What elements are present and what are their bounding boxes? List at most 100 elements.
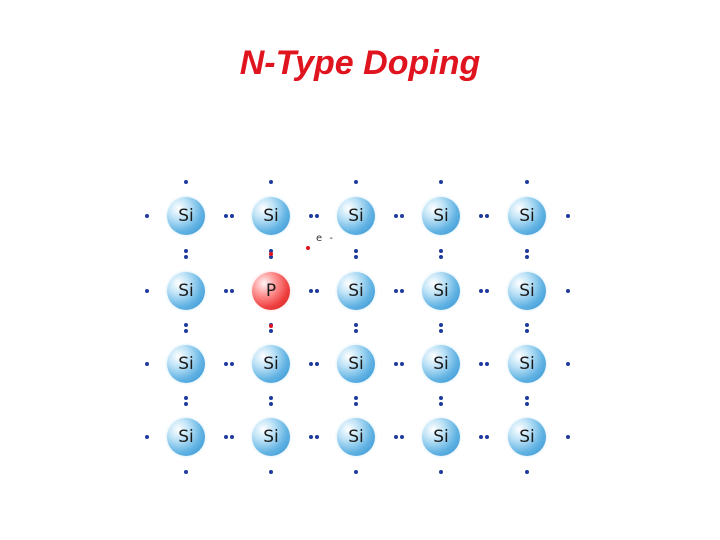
silicon-atom: Si <box>422 345 460 383</box>
bond-electron <box>485 289 489 293</box>
bond-electron <box>485 435 489 439</box>
bond-electron <box>269 180 273 184</box>
bond-electron <box>525 395 529 400</box>
bond-electron <box>479 214 483 218</box>
bond-electron <box>485 362 489 366</box>
bond-electron <box>525 401 529 406</box>
bond-electron <box>223 362 228 366</box>
silicon-atom: Si <box>422 418 460 456</box>
bond-electron <box>525 254 529 259</box>
silicon-atom: Si <box>508 272 546 310</box>
free-electron-label: e - <box>316 233 335 244</box>
bond-electron <box>223 289 228 293</box>
bond-electron <box>145 214 149 218</box>
bond-electron <box>308 435 313 439</box>
silicon-atom: Si <box>337 197 375 235</box>
bond-electron <box>479 435 483 439</box>
bond-electron <box>145 435 149 439</box>
bond-electron <box>354 180 358 184</box>
bond-electron <box>566 289 570 293</box>
bond-electron <box>566 435 570 439</box>
bond-electron <box>525 470 529 474</box>
bond-electron <box>566 362 570 366</box>
bond-electron <box>354 470 358 474</box>
silicon-atom: Si <box>252 345 290 383</box>
bond-electron <box>354 401 358 406</box>
bond-electron <box>269 328 273 333</box>
bond-electron <box>393 362 398 366</box>
silicon-atom: Si <box>337 345 375 383</box>
bond-electron <box>308 362 313 366</box>
bond-electron <box>229 289 234 293</box>
silicon-atom: Si <box>167 418 205 456</box>
bond-electron <box>439 470 443 474</box>
bond-electron <box>308 214 313 218</box>
silicon-atom: Si <box>508 418 546 456</box>
dopant-bond-electron <box>269 324 273 328</box>
bond-electron <box>439 328 443 333</box>
bond-electron <box>184 401 188 406</box>
bond-electron <box>314 214 319 218</box>
bond-electron <box>184 395 188 400</box>
bond-electron <box>314 289 319 293</box>
bond-electron <box>269 248 273 253</box>
bond-electron <box>439 180 443 184</box>
bond-electron <box>223 214 228 218</box>
bond-electron <box>525 248 529 253</box>
bond-electron <box>184 248 188 253</box>
silicon-atom: Si <box>167 197 205 235</box>
bond-electron <box>229 362 234 366</box>
bond-electron <box>354 248 358 253</box>
bond-electron <box>479 289 483 293</box>
bond-electron <box>485 214 489 218</box>
bond-electron <box>393 289 398 293</box>
bond-electron <box>229 435 234 439</box>
bond-electron <box>393 435 398 439</box>
bond-electron <box>314 362 319 366</box>
bond-electron <box>269 401 273 406</box>
silicon-atom: Si <box>508 345 546 383</box>
bond-electron <box>439 401 443 406</box>
bond-electron <box>399 214 404 218</box>
page-title: N-Type Doping <box>239 44 481 82</box>
bond-electron <box>354 395 358 400</box>
bond-electron <box>184 470 188 474</box>
bond-electron <box>525 322 529 327</box>
silicon-atom: Si <box>252 418 290 456</box>
bond-electron <box>184 322 188 327</box>
silicon-atom: Si <box>167 272 205 310</box>
bond-electron <box>439 395 443 400</box>
bond-electron <box>439 322 443 327</box>
bond-electron <box>145 289 149 293</box>
bond-electron <box>269 470 273 474</box>
bond-electron <box>399 289 404 293</box>
bond-electron <box>184 180 188 184</box>
bond-electron <box>525 328 529 333</box>
bond-electron <box>393 214 398 218</box>
silicon-atom: Si <box>508 197 546 235</box>
bond-electron <box>308 289 313 293</box>
silicon-atom: Si <box>337 272 375 310</box>
bond-electron <box>184 254 188 259</box>
silicon-atom: Si <box>422 197 460 235</box>
silicon-atom: Si <box>337 418 375 456</box>
bond-electron <box>269 395 273 400</box>
free-electron <box>306 246 310 250</box>
bond-electron <box>439 248 443 253</box>
bond-electron <box>399 362 404 366</box>
bond-electron <box>269 254 273 259</box>
bond-electron <box>566 214 570 218</box>
bond-electron <box>184 328 188 333</box>
silicon-atom: Si <box>252 197 290 235</box>
phosphorus-atom: P <box>252 272 290 310</box>
silicon-atom: Si <box>422 272 460 310</box>
bond-electron <box>439 254 443 259</box>
bond-electron <box>525 180 529 184</box>
bond-electron <box>354 322 358 327</box>
bond-electron <box>479 362 483 366</box>
bond-electron <box>354 328 358 333</box>
bond-electron <box>229 214 234 218</box>
dopant-bond-electron <box>269 252 273 256</box>
bond-electron <box>399 435 404 439</box>
